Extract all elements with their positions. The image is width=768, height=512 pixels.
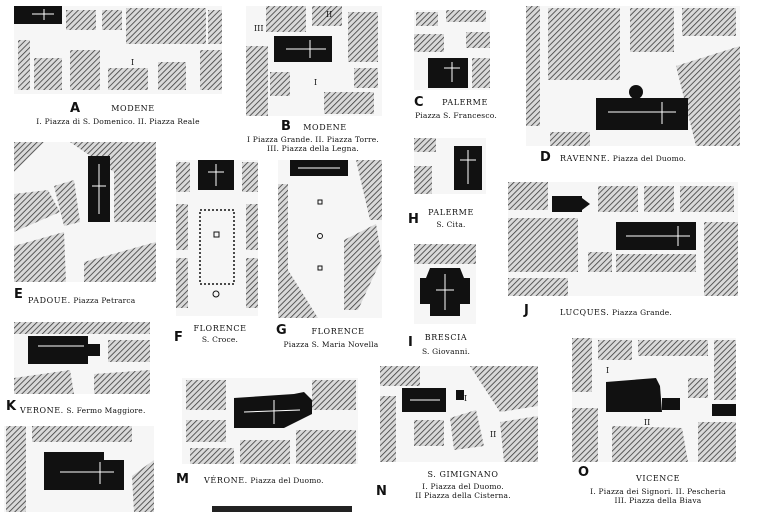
caption-n: S. GIMIGNANO I. Piazza del Duomo. II Pia… (388, 470, 538, 500)
caption-d: RAVENNE. Piazza del Duomo. (560, 154, 710, 163)
caption-sub: S. Giovanni. (421, 347, 471, 356)
caption-sub: Piazza Petrarca (73, 296, 136, 305)
caption-b: MODENE I Piazza Grande. II. Piazza Torre… (238, 123, 388, 153)
figure-letter: B (281, 119, 291, 134)
caption-city: PADOUE. (28, 296, 71, 305)
figure-letter: D (540, 150, 551, 165)
caption-f: FLORENCE S. Croce. (180, 324, 260, 344)
plan-partial-bottom-middle (212, 506, 352, 512)
caption-sub: I. Piazza del Duomo. (422, 482, 504, 491)
caption-i: BRESCIA S. Giovanni. (412, 333, 480, 356)
caption-city: RAVENNE. (560, 154, 611, 163)
plan-partial-bottom-left (4, 426, 154, 512)
figure-letter: I (408, 335, 413, 350)
figure-letter: H (408, 212, 419, 227)
caption-sub: Piazza Grande. (612, 308, 672, 317)
caption-city: LUCQUES. (560, 308, 610, 317)
figure-letter: A (70, 101, 81, 116)
plan-g-florence (278, 160, 382, 318)
figure-letter: K (6, 399, 17, 414)
caption-city: S. GIMIGNANO (427, 470, 499, 479)
figure-letter: J (524, 303, 529, 318)
figure-letter: C (414, 95, 424, 110)
caption-city: PALERME (428, 208, 474, 217)
figure-letter: F (174, 330, 183, 345)
caption-e: PADOUE. Piazza Petrarca (28, 296, 178, 305)
caption-sub: S. Croce. (201, 335, 239, 344)
caption-h: PALERME S. Cita. (416, 208, 486, 229)
figure-letter: O (578, 465, 590, 480)
caption-sub: S. Cita. (436, 220, 466, 229)
plan-numeral: III (254, 24, 264, 33)
plan-i-brescia (414, 244, 476, 324)
caption-city: BRESCIA (424, 333, 468, 342)
caption-sub2: III. Piazza della Legna. (267, 144, 359, 153)
caption-city: MODENE (111, 104, 155, 113)
plan-numeral: I (314, 78, 318, 87)
plan-numeral: I (131, 58, 135, 67)
caption-k: VERONE. S. Fermo Maggiore. (20, 406, 160, 415)
caption-city: VICENCE (635, 474, 681, 483)
caption-sub: S. Fermo Maggiore. (66, 406, 146, 415)
plan-numeral: II (326, 10, 333, 19)
figure-letter: E (14, 287, 23, 302)
caption-sub2: III. Piazza della Biava (614, 496, 702, 505)
caption-city: PALERME (442, 98, 488, 107)
plan-m-verone (182, 378, 358, 464)
plan-a-modene: I (14, 6, 222, 94)
plan-o-vicence: I II (572, 338, 736, 462)
caption-city: VERONE. (20, 406, 64, 415)
plan-k-verone (14, 322, 150, 394)
figure-letter: M (176, 472, 189, 487)
caption-c: PALERME Piazza S. Francesco. (404, 98, 508, 120)
caption-city: MODENE (303, 123, 347, 132)
caption-m: VÉRONE. Piazza del Duomo. (204, 476, 354, 485)
plan-h-palerme (414, 138, 486, 194)
caption-city: FLORENCE (311, 327, 365, 336)
figure-letter: N (376, 484, 387, 499)
plan-numeral: II (644, 418, 651, 427)
caption-o: VICENCE I. Piazza dei Signori. II. Pesch… (578, 474, 738, 505)
plan-d-ravenne (526, 6, 740, 146)
plan-e-padoue (14, 142, 156, 282)
caption-city: VÉRONE. (204, 476, 248, 485)
caption-sub: I. Piazza dei Signori. II. Pescheria (590, 487, 726, 496)
plan-numeral: II (490, 430, 497, 439)
plan-n-gimignano: I II (380, 366, 538, 462)
plan-numeral: I (606, 366, 610, 375)
caption-sub: I. Piazza di S. Domenico. II. Piazza Rea… (36, 117, 200, 126)
caption-sub: Piazza del Duomo. (250, 476, 324, 485)
caption-city: FLORENCE (193, 324, 247, 333)
plan-b-modene: III II I (246, 6, 382, 116)
caption-sub: Piazza S. Francesco. (415, 111, 497, 120)
plan-j-lucques (508, 182, 738, 296)
plan-f-florence (176, 160, 258, 316)
plan-c-palerme (414, 10, 490, 90)
caption-j: LUCQUES. Piazza Grande. (560, 308, 710, 317)
caption-sub: Piazza S. Maria Novella (283, 340, 379, 349)
caption-sub2: II Piazza della Cisterna. (415, 491, 511, 500)
caption-sub: I Piazza Grande. II. Piazza Torre. (246, 135, 379, 144)
plan-numeral: I (464, 394, 468, 403)
caption-g: FLORENCE Piazza S. Maria Novella (276, 327, 386, 349)
caption-sub: Piazza del Duomo. (612, 154, 687, 163)
caption-a: MODENE I. Piazza di S. Domenico. II. Pia… (14, 104, 222, 126)
figure-letter: G (276, 323, 287, 338)
